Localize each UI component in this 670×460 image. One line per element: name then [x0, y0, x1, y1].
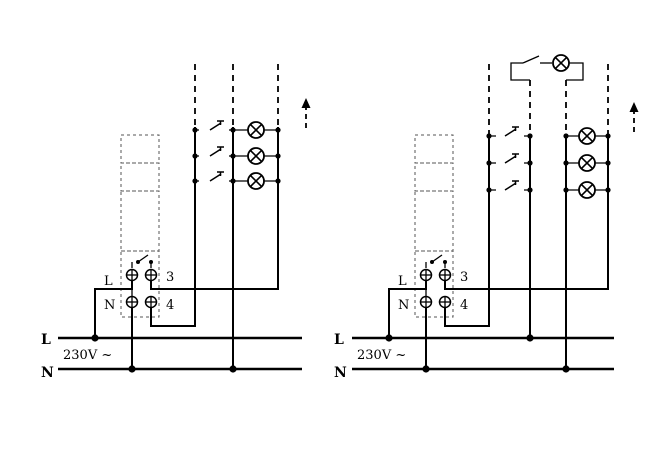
relay-contact: [431, 254, 443, 263]
lamp-icon: [578, 154, 596, 172]
terminal-label-N: N: [104, 298, 115, 313]
terminal-N: [125, 295, 139, 309]
lamp-icon: [247, 121, 265, 139]
relay-contact: [137, 254, 149, 263]
terminal-label-L: L: [398, 274, 407, 289]
terminal-4: [438, 295, 452, 309]
lamp-icon: [578, 181, 596, 199]
terminal-4: [144, 295, 158, 309]
terminal-L: [419, 268, 433, 282]
top-switched-lamp: [510, 54, 584, 81]
relay-module: [120, 134, 160, 318]
continuation-arrow-icon: [628, 101, 640, 133]
wire-L-feed: [388, 281, 427, 338]
wire-terminal-3: [444, 136, 609, 290]
voltage-label: 230V ~: [63, 348, 112, 363]
lamp-icon: [247, 172, 265, 190]
terminal-label-4: 4: [460, 298, 468, 313]
pushbutton-lamp-rows: [192, 120, 281, 191]
wire-L-feed: [94, 281, 133, 338]
lamp-icon: [247, 147, 265, 165]
wire-terminal-4: [444, 136, 490, 327]
terminal-L: [125, 268, 139, 282]
bus-label-L: L: [334, 332, 344, 348]
wire-terminal-3: [150, 127, 279, 290]
terminal-label-4: 4: [166, 298, 174, 313]
lamp-icon: [552, 54, 570, 72]
diagram-right: L N 3 4: [334, 54, 640, 381]
continuation-arrow-icon: [300, 97, 312, 129]
bus-label-N: N: [41, 365, 54, 381]
bus-label-L: L: [41, 332, 51, 348]
relay-module: [414, 134, 454, 318]
lamp-icon: [578, 127, 596, 145]
pushbutton-lamp-rows: [486, 126, 611, 200]
diagram-left: L N 3 4: [41, 64, 312, 381]
terminal-label-L: L: [104, 274, 113, 289]
terminal-label-N: N: [398, 298, 409, 313]
terminal-N: [419, 295, 433, 309]
terminal-label-3: 3: [166, 270, 174, 285]
wire-terminal-4: [150, 127, 196, 327]
terminal-3: [438, 268, 452, 282]
terminal-label-3: 3: [460, 270, 468, 285]
bus-label-N: N: [334, 365, 347, 381]
voltage-label: 230V ~: [357, 348, 406, 363]
terminal-3: [144, 268, 158, 282]
